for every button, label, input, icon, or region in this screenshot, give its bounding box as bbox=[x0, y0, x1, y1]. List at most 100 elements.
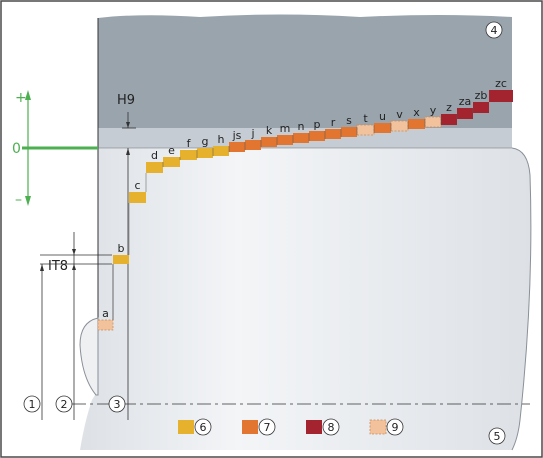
h9-arrow-head bbox=[126, 122, 130, 128]
zone-box-v bbox=[390, 120, 409, 132]
zone-box-x bbox=[408, 119, 425, 129]
legend-number-7: 7 bbox=[264, 421, 271, 434]
dim-arrow-3 bbox=[126, 148, 130, 155]
callout-4: 4 bbox=[485, 21, 503, 39]
legend-item-6: 6 bbox=[178, 418, 212, 436]
zone-label-zb: zb bbox=[475, 89, 488, 102]
zone-c: c bbox=[128, 179, 146, 255]
legend-number-9: 9 bbox=[392, 421, 399, 434]
zone-u: u bbox=[373, 110, 391, 133]
legend-swatch-8 bbox=[306, 420, 322, 434]
zone-box-za bbox=[457, 108, 473, 119]
zone-box-c bbox=[129, 192, 146, 203]
zone-box-u bbox=[374, 123, 391, 133]
zone-box-j bbox=[245, 140, 261, 150]
zone-g: g bbox=[196, 135, 213, 158]
zone-h: h bbox=[212, 133, 229, 156]
zone-box-p bbox=[309, 131, 325, 141]
zone-label-js: js bbox=[232, 129, 242, 142]
zone-label-d: d bbox=[151, 149, 158, 162]
zone-label-f: f bbox=[187, 137, 192, 150]
svg-text:4: 4 bbox=[491, 24, 498, 37]
shaft-end-cutaway bbox=[79, 317, 99, 396]
legend-item-9: 9 bbox=[369, 418, 404, 436]
zone-f: f bbox=[179, 137, 197, 160]
zone-label-e: e bbox=[168, 144, 175, 157]
callout-2: 2 bbox=[55, 395, 73, 413]
shaft-outline bbox=[511, 147, 532, 451]
zone-label-b: b bbox=[118, 242, 125, 255]
minus-sign: – bbox=[15, 192, 22, 208]
zone-zb: zb bbox=[472, 89, 489, 113]
hole-body bbox=[98, 14, 512, 148]
zone-box-r bbox=[325, 129, 341, 139]
zone-box-z bbox=[441, 114, 457, 125]
zone-label-z: z bbox=[446, 101, 452, 114]
plus-arrow-head bbox=[25, 90, 31, 100]
zone-r: r bbox=[324, 116, 341, 139]
zone-za: za bbox=[456, 95, 473, 119]
legend-number-8: 8 bbox=[328, 421, 335, 434]
zone-box-g bbox=[197, 148, 213, 158]
legend-item-7: 7 bbox=[242, 418, 276, 436]
legend-callout-circle-6 bbox=[194, 418, 212, 436]
callout-3: 3 bbox=[108, 395, 126, 413]
zone-e: e bbox=[162, 144, 180, 167]
zone-box-zc bbox=[489, 90, 513, 102]
zone-box-d bbox=[146, 162, 163, 173]
it8-arrow-top bbox=[72, 249, 76, 255]
zone-box-e bbox=[163, 157, 180, 167]
it8-label: IT8 bbox=[48, 259, 68, 274]
zone-s: s bbox=[340, 114, 357, 137]
svg-text:3: 3 bbox=[114, 398, 121, 411]
zone-label-s: s bbox=[346, 114, 352, 127]
zone-label-u: u bbox=[379, 110, 386, 123]
legend-callout-circle-8 bbox=[322, 418, 340, 436]
zone-box-zb bbox=[473, 102, 489, 113]
zone-label-m: m bbox=[280, 122, 291, 135]
zone-box-n bbox=[293, 133, 309, 143]
zone-label-r: r bbox=[331, 116, 336, 129]
legend-callout-circle-9 bbox=[386, 418, 404, 436]
legend-swatch-9 bbox=[369, 419, 387, 435]
zone-z: z bbox=[440, 101, 457, 125]
zone-a: a bbox=[97, 307, 114, 331]
zone-box-y bbox=[424, 116, 442, 128]
zone-label-n: n bbox=[298, 120, 305, 133]
zone-m: m bbox=[276, 122, 293, 145]
zone-p: p bbox=[308, 118, 325, 141]
svg-text:2: 2 bbox=[61, 398, 68, 411]
zone-d: d bbox=[145, 149, 163, 192]
it8-arrow-bottom bbox=[72, 264, 76, 270]
zone-box-f bbox=[180, 150, 197, 160]
zone-box-js bbox=[229, 142, 245, 152]
zone-label-c: c bbox=[134, 179, 140, 192]
legend-number-6: 6 bbox=[200, 421, 207, 434]
zone-k: k bbox=[260, 124, 277, 147]
svg-text:1: 1 bbox=[29, 398, 36, 411]
svg-text:5: 5 bbox=[494, 430, 501, 443]
zone-label-za: za bbox=[459, 95, 472, 108]
minus-arrow-head bbox=[25, 196, 31, 206]
callout-5: 5 bbox=[488, 427, 506, 445]
zone-label-j: j bbox=[250, 127, 254, 140]
zone-box-t bbox=[356, 124, 375, 136]
zone-label-x: x bbox=[413, 106, 420, 119]
legend-callout-circle-7 bbox=[258, 418, 276, 436]
zone-n: n bbox=[292, 120, 309, 143]
callout-1: 1 bbox=[23, 395, 41, 413]
dim-arrow-1 bbox=[40, 264, 44, 271]
shaft-body bbox=[80, 148, 531, 450]
zone-label-t: t bbox=[363, 112, 368, 125]
zone-zc: zc bbox=[489, 77, 513, 102]
zone-box-b bbox=[113, 255, 129, 264]
zone-box-a bbox=[97, 319, 114, 331]
legend-swatch-7 bbox=[242, 420, 258, 434]
zone-label-a: a bbox=[102, 307, 109, 320]
zone-box-k bbox=[261, 137, 277, 147]
zone-label-p: p bbox=[314, 118, 321, 131]
zone-b: b bbox=[112, 242, 129, 320]
